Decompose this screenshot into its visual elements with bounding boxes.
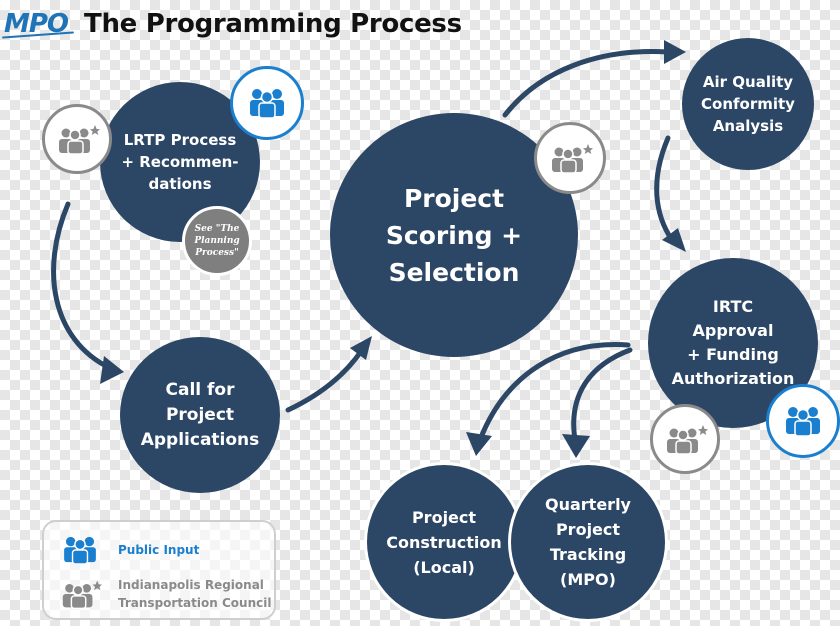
irtc-badge <box>42 104 112 174</box>
node-call-line: Applications <box>140 429 260 450</box>
arrowhead-scoring-to-air <box>664 40 686 64</box>
irtc-badge <box>650 404 720 474</box>
public-input-badge <box>766 384 840 458</box>
node-construction-line: Construction <box>386 532 502 552</box>
see-planning-process-note: See "The Planning Process" <box>182 206 252 276</box>
node-air-line: Analysis <box>712 117 784 135</box>
arrowhead-lrtp-to-call <box>100 356 124 384</box>
node-tracking-line: Quarterly <box>545 495 631 514</box>
irtc-badge <box>534 122 606 194</box>
legend-irtc-line: Transportation Council <box>118 596 272 610</box>
node-air-line: Conformity <box>701 95 795 113</box>
node-scoring-line: Selection <box>388 257 520 287</box>
people-group-icon <box>786 407 820 436</box>
arrowhead-irtc-to-tracking <box>562 434 590 458</box>
node-tracking-line: Tracking <box>549 545 627 564</box>
node-call-line: Project <box>165 404 235 425</box>
page-title: The Programming Process <box>84 9 462 39</box>
node-call-line: Call for <box>165 379 235 400</box>
node-scoring-line: Scoring + <box>385 220 523 250</box>
node-lrtp-line: LRTP Process <box>123 131 237 149</box>
node-call-for-applications: Call for Project Applications <box>120 337 280 493</box>
people-group-star-icon <box>62 580 102 609</box>
arrow-lrtp-to-call <box>51 201 113 371</box>
arrow-irtc-to-construction <box>477 342 631 443</box>
legend-public-input: Public Input <box>58 536 199 564</box>
arrow-call-to-scoring <box>285 347 365 413</box>
legend-public-input-label: Public Input <box>118 543 200 557</box>
legend: Public Input Indianapolis Regional Trans… <box>42 520 276 620</box>
node-tracking-line: (MPO) <box>560 570 616 589</box>
node-quarterly-tracking: Quarterly Project Tracking (MPO) <box>508 462 668 622</box>
header: MPO The Programming Process <box>4 4 462 44</box>
node-lrtp-line: + Recommen- <box>121 153 239 171</box>
node-lrtp-line: dations <box>148 175 212 193</box>
node-project-construction: Project Construction (Local) <box>364 462 524 622</box>
node-irtc-line: Approval <box>692 321 774 340</box>
arrowhead-irtc-to-construction <box>466 432 492 456</box>
node-construction-line: (Local) <box>413 557 475 577</box>
arrowhead-call-to-scoring <box>350 336 372 360</box>
legend-irtc: Indianapolis Regional Transportation Cou… <box>58 576 271 612</box>
people-group-star-icon <box>552 144 593 173</box>
people-group-icon <box>250 89 284 118</box>
people-group-icon <box>64 536 96 564</box>
people-group-star-icon <box>59 125 100 154</box>
people-group-star-icon <box>667 425 708 454</box>
node-irtc-line: + Funding <box>687 345 779 364</box>
arrowhead-air-to-irtc <box>662 228 686 252</box>
legend-irtc-line: Indianapolis Regional <box>118 578 264 592</box>
legend-irtc-label: Indianapolis Regional Transportation Cou… <box>118 576 271 612</box>
arrow-irtc-to-tracking <box>571 347 633 443</box>
node-tracking-line: Project <box>555 520 621 539</box>
node-air-quality: Air Quality Conformity Analysis <box>682 38 814 170</box>
public-input-badge <box>230 66 304 140</box>
node-irtc-line: Authorization <box>671 369 795 388</box>
node-construction-line: Project <box>411 507 477 527</box>
node-scoring-line: Project <box>403 183 505 213</box>
arrow-scoring-to-air <box>502 49 671 118</box>
arrow-air-to-irtc <box>654 135 675 243</box>
mpo-logo: MPO <box>4 9 74 39</box>
node-irtc-line: IRTC <box>712 297 754 316</box>
node-air-line: Air Quality <box>702 73 794 91</box>
